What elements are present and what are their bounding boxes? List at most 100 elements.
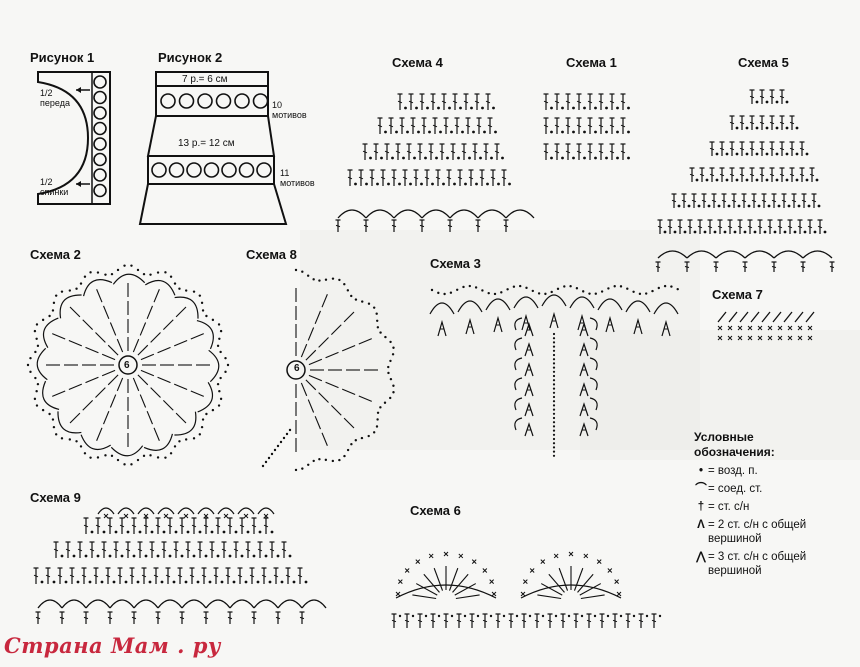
chain-stitch-mark — [138, 530, 142, 534]
double-crochet-mark — [421, 124, 427, 128]
chain-stitch-mark — [224, 370, 227, 374]
double-crochet-mark — [598, 100, 604, 104]
chain-stitch-mark — [663, 284, 667, 288]
double-crochet-mark — [547, 619, 553, 623]
chain-stitch-mark — [616, 130, 619, 134]
chain-stitch-mark — [805, 178, 809, 182]
single-crochet-mark — [607, 568, 613, 573]
chain-stitch-mark — [805, 152, 809, 156]
chain-stitch-mark — [36, 344, 40, 348]
double-crochet-mark — [68, 340, 83, 347]
double-crochet-mark — [454, 583, 477, 596]
chain-stitch-mark — [703, 230, 707, 234]
chain-stitch-mark — [490, 156, 493, 160]
chain-stitch-mark — [52, 580, 56, 584]
scheme-9-diagram — [33, 507, 327, 624]
slip-stitch-arc — [133, 599, 159, 609]
single-crochet-mark — [243, 513, 249, 519]
slip-stitch-arc — [802, 250, 833, 259]
chain-stitch-mark — [201, 309, 205, 312]
chain-stitch-mark — [192, 554, 196, 558]
chain-stitch-mark — [288, 428, 292, 432]
chain-stitch-mark — [60, 290, 64, 293]
chain-stitch-mark — [216, 344, 220, 348]
double-crochet-mark — [139, 394, 147, 408]
chain-stitch-mark — [288, 554, 292, 558]
chain-loop — [217, 507, 235, 515]
chain-stitch-mark — [376, 326, 380, 329]
chain-stitch-mark — [120, 554, 124, 558]
double-crochet-mark — [797, 225, 803, 229]
chain-stitch-mark — [164, 456, 167, 459]
double-crochet-mark — [397, 100, 403, 104]
chain-stitch-mark — [450, 614, 454, 618]
chain-stitch-mark — [795, 178, 799, 182]
chain-stitch-mark — [556, 287, 560, 291]
chain-stitch-mark — [232, 580, 236, 584]
double-crochet-mark — [554, 150, 560, 154]
chain-stitch-mark — [446, 156, 449, 160]
double-crochet-mark — [469, 619, 475, 623]
motif-circle — [234, 93, 250, 109]
motif-circle — [178, 93, 195, 109]
chain-stitch-mark — [156, 456, 160, 459]
chain-stitch-mark — [588, 292, 591, 295]
single-crochet-mark — [717, 335, 723, 341]
double-crochet-mark — [391, 176, 397, 180]
single-crochet-mark — [491, 591, 497, 597]
double-crochet-mark — [137, 344, 149, 356]
double-crochet-mark — [113, 548, 119, 552]
double-crochet-mark — [96, 427, 103, 441]
chain-stitch-mark — [552, 429, 556, 432]
chain-stitch-mark — [79, 445, 83, 448]
chain-loop — [97, 507, 115, 515]
double-crochet-mark — [717, 225, 723, 229]
scheme-1-diagram — [543, 93, 630, 160]
chain-stitch-mark — [479, 156, 482, 160]
double-crochet-mark — [441, 100, 447, 104]
chain-stitch-mark — [307, 463, 310, 466]
chain-stitch-mark — [645, 614, 649, 618]
chain-stitch-mark — [552, 345, 556, 348]
legend-item-text: = ст. с/н — [708, 501, 750, 513]
chain-stitch-mark — [29, 370, 32, 374]
chain-stitch-mark — [481, 289, 484, 292]
double-crochet-mark — [410, 124, 416, 128]
chain-stitch-mark — [795, 152, 799, 156]
double-crochet-mark — [69, 574, 75, 578]
double-crochet-mark — [749, 95, 755, 99]
chain-stitch-mark — [561, 130, 564, 134]
cluster-mark — [579, 322, 589, 337]
double-crochet-mark — [781, 199, 787, 203]
double-crochet-mark — [769, 173, 775, 177]
chain-stitch-mark — [462, 285, 465, 289]
chain-stitch-mark — [552, 362, 556, 365]
chain-stitch-mark — [651, 289, 654, 293]
double-crochet-mark — [573, 619, 579, 623]
chain-stitch-mark — [256, 580, 260, 584]
chain-stitch-mark — [552, 391, 556, 394]
double-crochet-mark — [251, 616, 257, 620]
petal-arc — [57, 411, 82, 434]
double-crochet-mark — [179, 524, 185, 528]
chain-stitch-mark — [442, 182, 445, 186]
double-crochet-mark — [165, 574, 171, 578]
chain-stitch-mark — [294, 268, 298, 272]
chain-stitch-mark — [270, 530, 274, 534]
chain-stitch-mark — [755, 178, 759, 182]
motif-circle — [238, 162, 255, 178]
chain-stitch-mark — [79, 282, 83, 285]
chain-stitch-mark — [807, 204, 811, 208]
chain-stitch-mark — [168, 554, 172, 558]
double-crochet-mark — [412, 594, 437, 600]
figure-1-diagram — [37, 71, 111, 205]
chain-stitch-mark — [136, 458, 140, 462]
chain-stitch-mark — [676, 287, 679, 291]
slip-stitch-arc — [61, 599, 87, 609]
double-crochet-mark — [95, 387, 106, 398]
double-crochet-mark — [759, 95, 765, 99]
chain-stitch-mark — [389, 377, 393, 381]
chain-stitch-mark — [389, 396, 392, 400]
chain-stitch-mark — [201, 418, 205, 421]
double-crochet-mark — [612, 619, 618, 623]
